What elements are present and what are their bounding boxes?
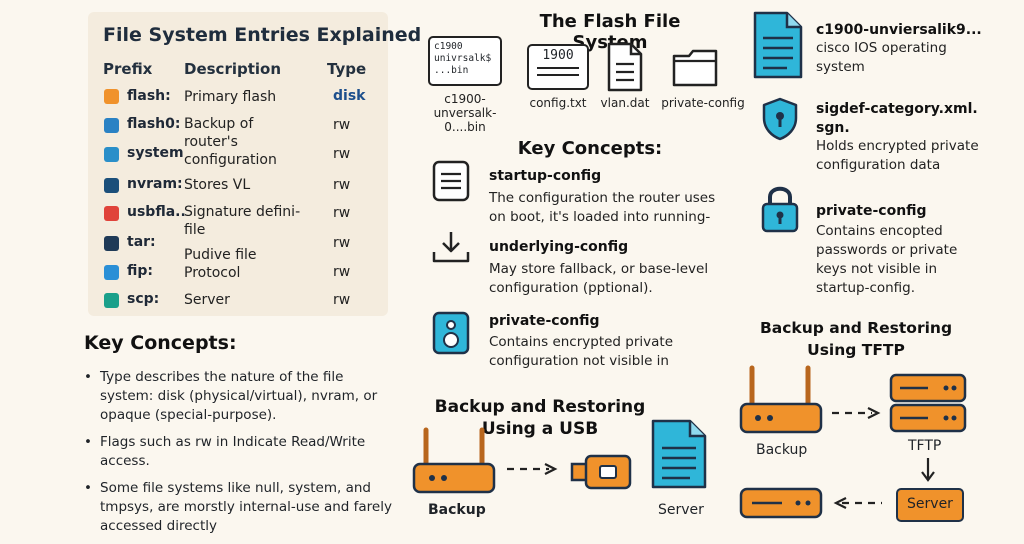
table-row: flash: Primary flash disk (100, 86, 380, 116)
right-item-term: private-config (816, 203, 927, 219)
download-icon (432, 232, 470, 263)
list-item: Type describes the nature of the file sy… (84, 368, 394, 425)
concept-description: May store fallback, or base-level config… (489, 261, 709, 296)
right-item-term: sigdef-category.xml. sgn. (816, 101, 978, 136)
usb-drive-icon (570, 454, 632, 490)
dashed-arrow-icon (832, 407, 881, 419)
description-cell: Stores VL (184, 177, 251, 193)
restore-router-icon (739, 487, 823, 519)
type-cell: disk (333, 88, 366, 104)
folder-icon (672, 49, 718, 87)
description-cell: Pudive file Protocol (184, 247, 257, 281)
prefix-cell: tar: (127, 234, 156, 250)
tftp-backup-label: Backup (756, 442, 808, 458)
document-icon (607, 42, 643, 92)
header-type: Type (327, 60, 367, 78)
header-prefix: Prefix (103, 60, 153, 78)
prefix-color-swatch (104, 89, 119, 104)
server-document-icon (651, 419, 707, 489)
prefix-cell: nvram: (127, 176, 183, 192)
right-item-description: Contains encopted passwords or private k… (816, 223, 958, 296)
description-cell: Signature defini-file (184, 204, 301, 238)
firmware-icon-text: c1900 univrsalk$ ...bin (434, 41, 492, 76)
prefix-cell: flash0: (127, 116, 181, 132)
key-concepts-list: Type describes the nature of the file sy… (84, 368, 394, 544)
type-cell: rw (333, 235, 351, 251)
concept-term: underlying-config (489, 239, 629, 255)
tftp-server-box: Server (896, 488, 964, 522)
tftp-label: TFTP (908, 438, 942, 454)
table-row: system rw (100, 144, 380, 174)
type-cell: rw (333, 177, 351, 193)
concept-term: startup-config (489, 168, 602, 184)
router-icon (739, 365, 823, 434)
list-item: Flags such as rw in Indicate Read/Write … (84, 433, 394, 471)
concept-description: The configuration the router uses on boo… (489, 190, 716, 225)
description-cell: Backup of router's configuration (184, 116, 277, 168)
prefix-cell: scp: (127, 291, 160, 307)
table-title: File System Entries Explained (103, 24, 422, 46)
prefix-color-swatch (104, 147, 119, 162)
prefix-color-swatch (104, 206, 119, 221)
table-row: nvram: Stores VL rw (100, 175, 380, 205)
table-row: tar: rw (100, 233, 380, 263)
router-icon (412, 427, 496, 494)
prefix-color-swatch (104, 178, 119, 193)
concept-term: private-config (489, 313, 600, 329)
config-file-label: config.txt (529, 96, 587, 110)
right-item-term: c1900-unviersalik9... (816, 22, 982, 38)
list-document-icon (432, 160, 470, 202)
firmware-file-label: c1900-unversalk-0....bin (433, 92, 497, 134)
tftp-backup-title: Backup and Restoring Using TFTP (759, 319, 953, 359)
list-item: Some file systems like null, system, and… (84, 479, 394, 536)
type-cell: rw (333, 264, 351, 280)
ios-image-document-icon (753, 11, 803, 79)
left-key-concepts-title: Key Concepts: (84, 332, 237, 354)
prefix-color-swatch (104, 236, 119, 251)
speaker-icon (432, 311, 470, 355)
right-item-description: cisco IOS operating system (816, 40, 947, 75)
prefix-cell: system (127, 145, 184, 161)
header-description: Description (184, 60, 282, 78)
type-cell: rw (333, 117, 351, 133)
prefix-cell: flash: (127, 88, 171, 104)
prefix-color-swatch (104, 293, 119, 308)
prefix-color-swatch (104, 118, 119, 133)
type-cell: rw (333, 292, 351, 308)
table-row: usbfla.. Signature defini-file rw (100, 203, 380, 238)
usb-backup-label: Backup (428, 502, 486, 518)
usb-backup-title: Backup and Restoring Using a USB (434, 397, 646, 439)
firmware-file-icon: c1900 univrsalk$ ...bin (428, 36, 502, 86)
prefix-cell: fip: (127, 263, 153, 279)
padlock-icon (761, 186, 799, 233)
config-file-icon: 1900 (527, 44, 589, 90)
table-row: flash0: Backup of router's configuration… (100, 115, 380, 168)
config-icon-text: 1900 (542, 48, 574, 63)
usb-server-label: Server (658, 502, 704, 518)
shield-lock-icon (762, 97, 798, 141)
dashed-arrow-icon (507, 463, 558, 475)
type-cell: rw (333, 205, 351, 221)
file-system-table-panel (88, 12, 388, 316)
type-cell: rw (333, 146, 351, 162)
down-arrow-icon (921, 458, 935, 482)
description-cell: Primary flash (184, 89, 277, 105)
prefix-cell: usbfla.. (127, 204, 186, 220)
prefix-color-swatch (104, 265, 119, 280)
private-config-file-label: private-config (661, 96, 745, 110)
concept-description: Contains encrypted private configuration… (489, 334, 674, 369)
description-cell: Server (184, 292, 230, 308)
right-item-description: Holds encrypted private configuration da… (816, 138, 979, 173)
table-row: scp: Server rw (100, 290, 380, 320)
tftp-server-label: Server (907, 496, 953, 512)
table-row: fip: Pudive file Protocol rw (100, 247, 380, 292)
tftp-server-stack-icon (889, 373, 967, 433)
vlan-file-label: vlan.dat (600, 96, 650, 110)
dashed-arrow-left-icon (833, 497, 882, 509)
middle-key-concepts-title: Key Concepts: (517, 138, 663, 159)
